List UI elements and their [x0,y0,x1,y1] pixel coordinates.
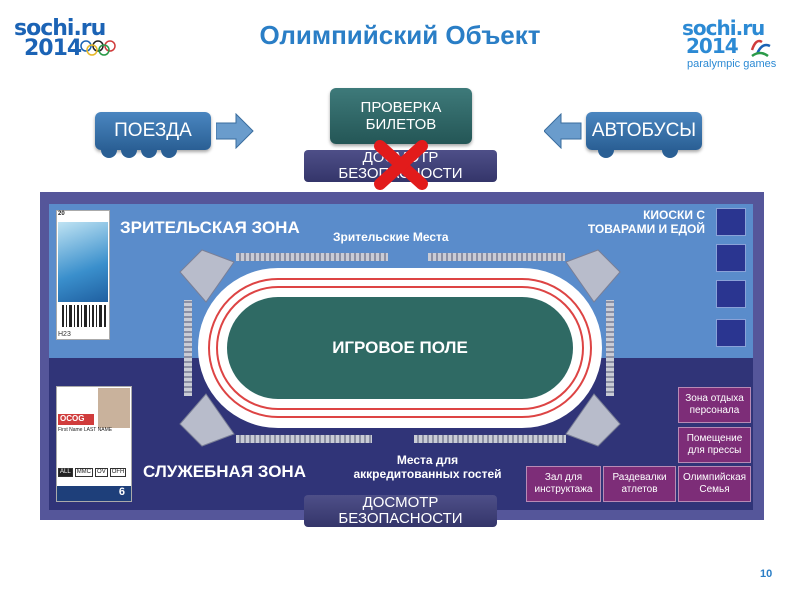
spectator-seats-label: Зрительские Места [333,230,449,244]
ticket-check-line1: ПРОВЕРКА [360,98,442,116]
badge-number: 6 [57,486,131,501]
room-press: Помещение для прессы [678,427,751,463]
badge-category: OFH [109,468,127,477]
train-wheels [101,150,177,158]
badge-categories: ALL MMC OV OFH [58,468,130,477]
service-zone-label: СЛУЖЕБНАЯ ЗОНА [143,462,306,481]
security-bottom-line1: ДОСМОТР [362,493,439,511]
badge-category: ALL [58,468,73,477]
track-lane-inner [216,286,584,410]
badge-holder-name: First Name LAST NAME [58,427,113,433]
paralympic-games-caption: paralympic games [687,58,777,70]
spectator-zone-label: ЗРИТЕЛЬСКАЯ ЗОНА [120,218,300,237]
page-number: 10 [760,568,773,580]
accredited-seats-label: Места для аккредитованных гостей [340,453,515,482]
sochi-logo-year-right: 2014 [686,34,739,58]
ticket-check-box: ПРОВЕРКА БИЛЕТОВ [330,88,472,144]
kiosks-label-line1: КИОСКИ С [643,208,705,222]
badge-photo [98,388,130,428]
security-check-bottom-box: ДОСМОТР БЕЗОПАСНОСТИ [304,493,497,527]
kiosk-2 [716,244,746,272]
room-athlete-lockers: Раздевалки атлетов [603,466,676,502]
sochi-logo-top-right: sochi.ru [682,16,765,40]
room-staff-rest: Зона отдыха персонала [678,387,751,423]
ticket-check-line2: БИЛЕТОВ [365,116,437,133]
arrow-left-icon [544,113,582,149]
badge-category: OV [95,468,108,477]
page-title: Олимпийский Объект [259,20,541,50]
stand-top-right [428,253,565,261]
ticket-code: H23 [58,331,71,338]
kiosk-3 [716,280,746,308]
badge-org: OCOG [58,414,94,425]
sochi-logo-top-left: sochi.ru [14,16,106,41]
stand-right [606,300,614,396]
stand-corner-bottom-right [565,393,621,447]
accredited-line2: аккредитованных гостей [353,466,502,481]
badge-category: MMC [74,468,94,477]
olympic-rings-icon [80,40,116,56]
paralympic-agitos-icon [750,39,771,58]
stand-left [184,300,192,396]
buses-box: АВТОБУСЫ [586,112,702,150]
kiosk-1 [716,208,746,236]
stand-top-left [236,253,388,261]
stand-bottom-left [236,435,372,443]
blocked-cross-icon [374,140,428,190]
kiosks-label: КИОСКИ С ТОВАРАМИ И ЕДОЙ [560,208,705,237]
trains-box: ПОЕЗДА [95,112,211,150]
ticket-artwork [58,222,108,302]
ticket-barcode-icon [62,305,106,327]
ticket-date: 20 [58,211,65,217]
security-bottom-line2: БЕЗОПАСНОСТИ [338,510,463,527]
bus-wheels [598,150,678,158]
stand-corner-bottom-left [179,393,235,447]
stand-bottom-right [414,435,566,443]
stand-corner-top-right [565,249,621,303]
arrow-right-icon [216,113,254,149]
playing-field: ИГРОВОЕ ПОЛЕ [227,297,573,399]
sochi-logo-year-left: 2014 [24,36,82,61]
room-olympic-family: Олимпийская Семья [678,466,751,502]
accredited-line1: Места для [396,453,459,467]
kiosk-4 [716,319,746,347]
stand-corner-top-left [179,249,235,303]
kiosks-label-line2: ТОВАРАМИ И ЕДОЙ [587,222,705,237]
room-briefing: Зал для инструктажа [526,466,601,502]
